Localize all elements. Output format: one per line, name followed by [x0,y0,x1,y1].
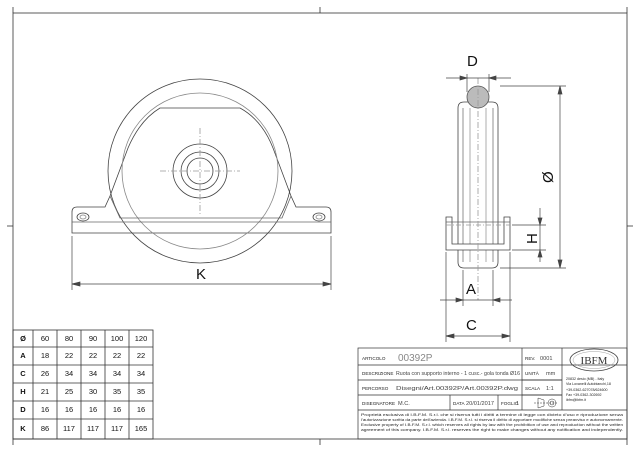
company-fax: Fax +39-0362-302692 [566,393,601,397]
disclaimer-line: Exclusive property of I.B.F.M. S.r.l. wh… [361,423,623,427]
front-view [71,78,332,264]
table-cell: 26 [41,369,49,378]
unita-value: mm [546,371,556,377]
table-cell: 35 [113,387,121,396]
scala-value: 1:1 [546,386,554,392]
table-cell: 117 [111,424,123,433]
company-phone: +39-0362-627078/624600 [566,388,607,392]
dimension-table: Ø 60 80 90 100 120 A 18 22 22 22 22 C 26… [12,329,154,440]
data-label: DATA [453,401,466,406]
articolo-label: ARTICOLO [362,356,386,361]
dimension-a [440,270,512,306]
table-header-cell: 90 [89,334,97,343]
table-cell: 25 [65,387,73,396]
table-cell: 16 [137,405,145,414]
foglio-label: FOGLIO [501,401,519,406]
table-cell: 16 [65,405,73,414]
rev-value: 0001 [540,356,552,362]
table-cell: 34 [137,369,145,378]
table-header-cell: Ø [20,334,26,343]
company-address-line: 20832 desio (MB) - Italy [566,377,604,381]
dimension-k [71,236,332,290]
table-header-cell: 120 [135,334,148,343]
scala-label: SCALA [525,386,541,391]
table-cell: 22 [89,351,97,360]
table-row-label: D [20,405,26,414]
table-cell: 18 [41,351,49,360]
articolo-value: 00392P [398,353,433,364]
dimension-label-c: C [466,317,477,334]
dimension-label-diameter: Ø [540,171,557,183]
table-row-label: K [20,424,26,433]
table-header-cell: 80 [65,334,73,343]
dimension-d [446,74,511,92]
foglio-value: 1 [516,401,519,407]
table-cell: 30 [89,387,97,396]
dimension-diameter [500,85,566,269]
table-cell: 165 [135,424,148,433]
table-row-label: H [20,387,25,396]
sheet-border [7,7,633,445]
table-cell: 22 [65,351,73,360]
logo-text: IBFM [581,355,608,367]
table-cell: 22 [137,351,145,360]
descrizione-label: DESCRIZIONE [362,371,393,376]
table-cell: 16 [113,405,121,414]
descrizione-value: Ruota con supporto interno - 1 cusc.- go… [396,371,520,377]
percorso-label: PERCORSO [362,386,389,391]
table-cell: 117 [87,424,99,433]
disegnatore-value: M.C. [398,401,410,407]
table-row-label: C [20,369,26,378]
dimension-label-h: H [524,233,541,244]
title-block: ARTICOLO 00392P REV. 0001 DESCRIZIONE Ru… [357,347,628,440]
table-cell: 117 [63,424,75,433]
dimension-label-k: K [196,266,206,283]
company-address-line: Via Lovanelli Autobianchi,18 [566,382,611,386]
company-email: ibfm@ibfm.it [566,398,586,402]
table-cell: 34 [65,369,73,378]
table-cell: 34 [89,369,97,378]
disegnatore-label: DISEGNATORE [362,401,395,406]
disclaimer-line: agreement of this company. I.B.F.M. S.r.… [361,428,623,432]
dimension-h [512,208,546,262]
disclaimer-line: Proprietà esclusiva di I.B.F.M. S.r.l. c… [361,413,623,417]
table-cell: 22 [113,351,121,360]
table-header-cell: 60 [41,334,49,343]
table-header-cell: 100 [111,334,124,343]
data-value: 20/01/2017 [466,401,494,407]
table-row-label: A [20,351,26,360]
dimension-label-a: A [466,281,476,298]
disclaimer-line: l'autorizzazione scritta da parte dell'a… [361,418,623,422]
percorso-value: Disegni/Art.00392P/Art.00392P.dwg [396,386,518,392]
table-cell: 16 [41,405,49,414]
unita-label: UNITÀ [525,370,540,376]
dimension-label-d: D [467,53,478,70]
company-logo: IBFM [569,348,619,372]
side-view [445,78,511,300]
table-cell: 86 [41,424,49,433]
table-cell: 34 [113,369,121,378]
table-cell: 35 [137,387,145,396]
rev-label: REV. [525,356,535,361]
projection-symbol-icon [534,397,558,409]
table-cell: 16 [89,405,97,414]
table-cell: 21 [41,387,49,396]
dimension-c [445,252,511,342]
